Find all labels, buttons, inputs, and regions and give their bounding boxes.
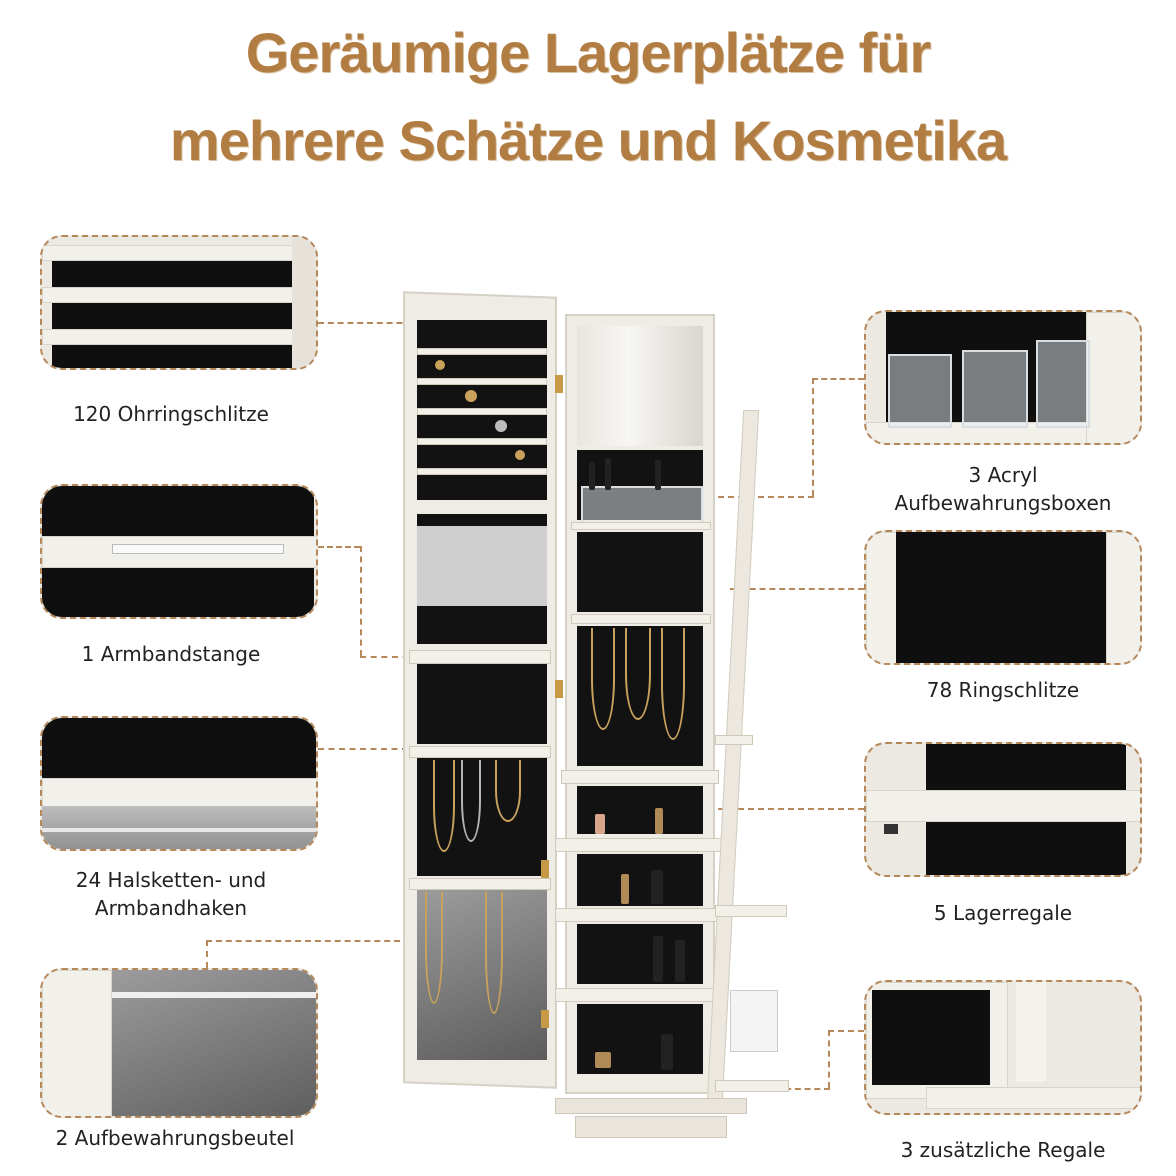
connector-bracelet-bar-a: [318, 546, 360, 548]
connector-storage-shelves: [708, 808, 864, 810]
feature-label-ring-slots: 78 Ringschlitze: [926, 678, 1080, 702]
feature-label-bracelet-bar: 1 Armbandstange: [81, 642, 261, 666]
connector-pouch-a: [206, 940, 410, 942]
headline-line-1: Geräumige Lagerplätze für: [245, 21, 932, 84]
feature-label-necklace-hooks: 24 Halsketten- und Armbandhaken: [75, 868, 267, 920]
headline-line-2: mehrere Schätze und Kosmetika: [169, 109, 1007, 172]
feature-label-acrylic-boxes: 3 Acryl Aufbewahrungsboxen: [894, 463, 1112, 515]
feature-label-earring-slots: 120 Ohrringschlitze: [73, 402, 269, 426]
jewelry-cabinet-illustration: [395, 290, 795, 1140]
necklace-hooks-thumbnail: [40, 716, 318, 851]
connector-extra-shelves-c: [756, 1088, 830, 1090]
connector-necklace-hooks: [318, 748, 408, 750]
connector-acrylic-b: [812, 378, 814, 496]
cabinet-swivel-base: [575, 1116, 727, 1138]
feature-label-storage-pouches: 2 Aufbewahrungsbeutel: [55, 1126, 295, 1150]
ring-slots-thumbnail: [864, 530, 1142, 665]
extra-shelves-thumbnail: [864, 980, 1142, 1115]
storage-pouch-thumbnail: [40, 968, 318, 1118]
feature-label-storage-shelves: 5 Lagerregale: [933, 901, 1073, 925]
storage-shelves-thumbnail: [864, 742, 1142, 877]
connector-acrylic-a: [812, 378, 864, 380]
connector-extra-shelves-a: [828, 1030, 864, 1032]
cabinet-mirror: [577, 326, 703, 446]
connector-pouch-b: [206, 940, 208, 968]
feature-label-extra-shelves: 3 zusätzliche Regale: [900, 1138, 1106, 1162]
acrylic-boxes-thumbnail: [864, 310, 1142, 445]
bracelet-bar-thumbnail: [40, 484, 318, 619]
connector-extra-shelves-b: [828, 1030, 830, 1088]
cabinet-base: [555, 1098, 747, 1114]
ring-slot-panel: [577, 532, 703, 612]
earring-slots-thumbnail: [40, 235, 318, 370]
connector-earring-slots: [318, 322, 422, 324]
connector-ring-slots: [730, 588, 864, 590]
connector-bracelet-bar-c: [360, 656, 430, 658]
connector-bracelet-bar-b: [360, 546, 362, 656]
